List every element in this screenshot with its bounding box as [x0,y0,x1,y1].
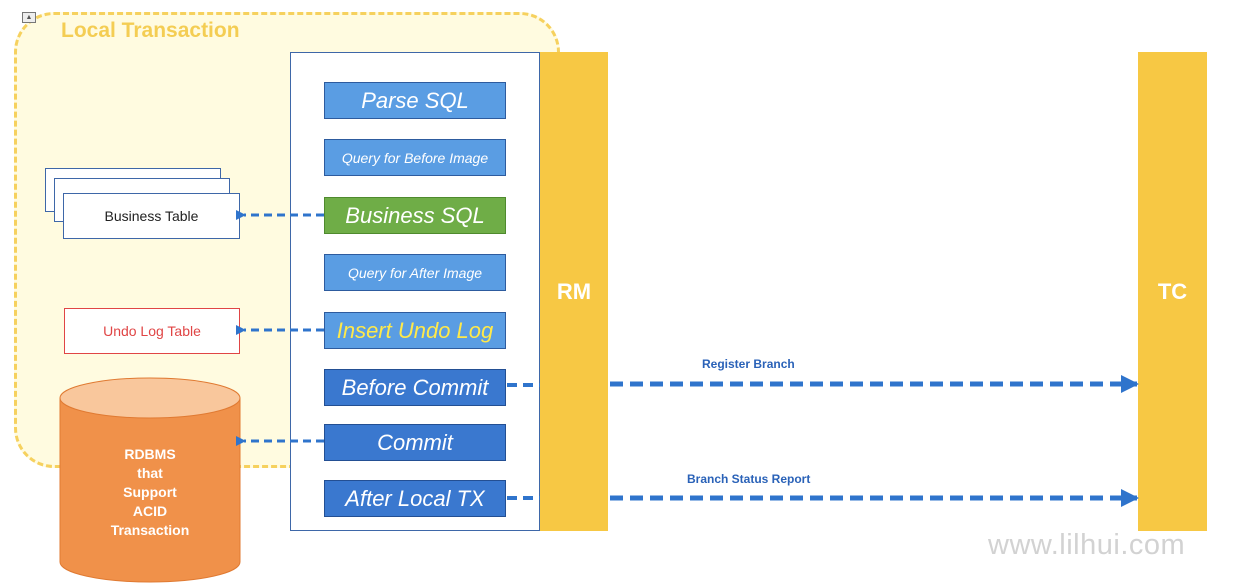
database-line-3: Support [123,484,177,500]
undo-log-table: Undo Log Table [64,308,240,354]
rm-bar: RM [540,52,608,531]
step-business-sql: Business SQL [324,197,506,234]
step-query-after-image-label: Query for After Image [347,264,483,281]
step-query-before-image: Query for Before Image [324,139,506,176]
business-table: Business Table [63,193,240,239]
step-parse-sql-label: Parse SQL [361,87,469,113]
database-line-4: ACID [132,503,168,519]
database-label: RDBMS that Support ACID Transaction [60,445,240,540]
step-before-commit-label: Before Commit [341,374,489,400]
image-icon[interactable]: ▲ [22,12,36,23]
step-query-after-image: Query for After Image [324,254,506,291]
database-cylinder [59,377,241,583]
step-commit: Commit [324,424,506,461]
register-branch-label: Register Branch [702,357,795,371]
database-line-5: Transaction [110,522,190,538]
step-query-before-image-label: Query for Before Image [341,149,489,166]
database-line-2: that [137,465,163,481]
rm-label: RM [556,278,592,304]
step-parse-sql: Parse SQL [324,82,506,119]
step-commit-label: Commit [377,429,453,455]
step-insert-undo-log-label: Insert Undo Log [336,317,494,343]
business-table-label: Business Table [104,208,199,224]
step-before-commit: Before Commit [324,369,506,406]
local-transaction-label: Local Transaction [61,19,240,42]
branch-status-report-label: Branch Status Report [687,472,811,486]
step-after-local-tx-label: After Local TX [345,485,485,511]
database-line-1: RDBMS [124,446,176,462]
step-after-local-tx: After Local TX [324,480,506,517]
step-insert-undo-log: Insert Undo Log [324,312,506,349]
watermark: www.lilhui.com [988,529,1186,561]
step-business-sql-label: Business SQL [345,202,485,228]
undo-log-table-label: Undo Log Table [103,323,201,339]
tc-label: TC [1157,278,1188,304]
tc-bar: TC [1138,52,1207,531]
